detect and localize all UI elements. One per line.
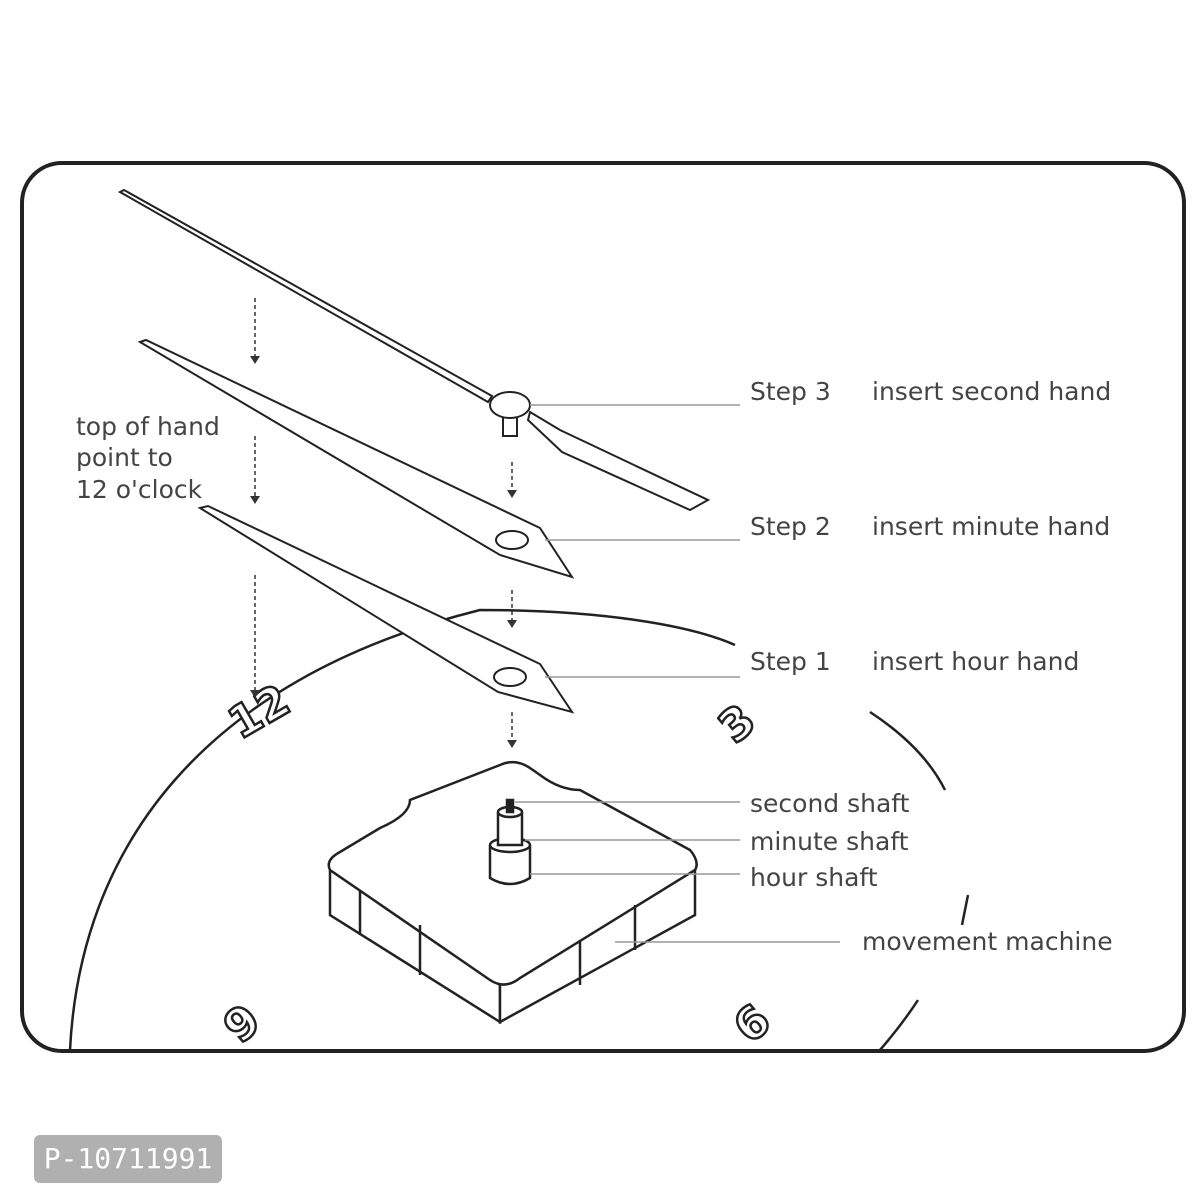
dial-number-6: 6 — [724, 995, 780, 1054]
step1-label: Step 1 — [750, 647, 831, 676]
clock-face — [68, 608, 970, 1051]
assembly-arrows — [254, 298, 513, 740]
movement-machine-label: movement machine — [862, 927, 1113, 956]
step2-label: Step 2 — [750, 512, 831, 541]
top-note-line3: 12 o'clock — [76, 475, 203, 504]
shafts — [488, 798, 532, 886]
step2-text: insert minute hand — [872, 512, 1110, 541]
second-shaft-label: second shaft — [750, 789, 910, 818]
step1-text: insert hour hand — [872, 647, 1079, 676]
dial-number-9: 9 — [214, 995, 270, 1054]
top-note-line2: point to — [76, 443, 173, 472]
minute-shaft-label: minute shaft — [750, 827, 909, 856]
arrow-heads — [250, 356, 517, 748]
step3-text: insert second hand — [872, 377, 1111, 406]
top-note-line1: top of hand — [76, 412, 220, 441]
diagram-frame — [20, 161, 1186, 1053]
hour-shaft-label: hour shaft — [750, 863, 878, 892]
second-hand — [117, 188, 711, 512]
watermark-badge: P-10711991 — [34, 1135, 222, 1183]
minute-hand — [137, 338, 575, 579]
hour-hand — [197, 504, 575, 714]
leader-lines — [515, 404, 840, 943]
step3-label: Step 3 — [750, 377, 831, 406]
dial-number-3: 3 — [709, 695, 765, 754]
